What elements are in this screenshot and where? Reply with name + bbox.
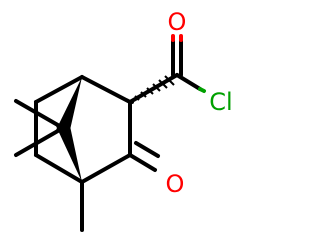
hash-7 bbox=[164, 75, 175, 86]
oxygen-label-ketone: O bbox=[166, 170, 185, 198]
bond-c6-c1 bbox=[34, 75, 84, 104]
bond-carbonyl-cl bbox=[175, 73, 202, 91]
hash-2 bbox=[134, 95, 140, 101]
molecule-canvas: O Cl O bbox=[14, 8, 233, 232]
bond-c1-c2 bbox=[80, 75, 132, 104]
hash-6 bbox=[158, 79, 168, 89]
bridge-wedges bbox=[56, 77, 82, 182]
bond-carbonyl-cl-green bbox=[198, 87, 206, 93]
hashed-wedge bbox=[128, 75, 175, 104]
bonds bbox=[14, 73, 179, 232]
bond-c7-methyl-upper bbox=[14, 99, 65, 130]
wedge-c1-c7 bbox=[56, 77, 82, 130]
bond-ketone-c3-o bbox=[128, 153, 157, 172]
wedge-c4-c7 bbox=[56, 126, 82, 182]
bond-ketone-c3-o-double bbox=[134, 141, 160, 158]
acyl-group bbox=[171, 34, 206, 93]
bond-c3-c4 bbox=[80, 153, 132, 184]
oxygen-label-carbonyl: O bbox=[168, 8, 187, 36]
hash-3 bbox=[140, 91, 147, 98]
structure-diagram: O Cl O bbox=[14, 8, 233, 232]
bond-c7-methyl-lower bbox=[14, 126, 65, 157]
hash-5 bbox=[152, 83, 161, 92]
chlorine-label: Cl bbox=[209, 88, 232, 116]
bond-c4-c5 bbox=[34, 153, 84, 184]
hash-4 bbox=[146, 87, 154, 95]
